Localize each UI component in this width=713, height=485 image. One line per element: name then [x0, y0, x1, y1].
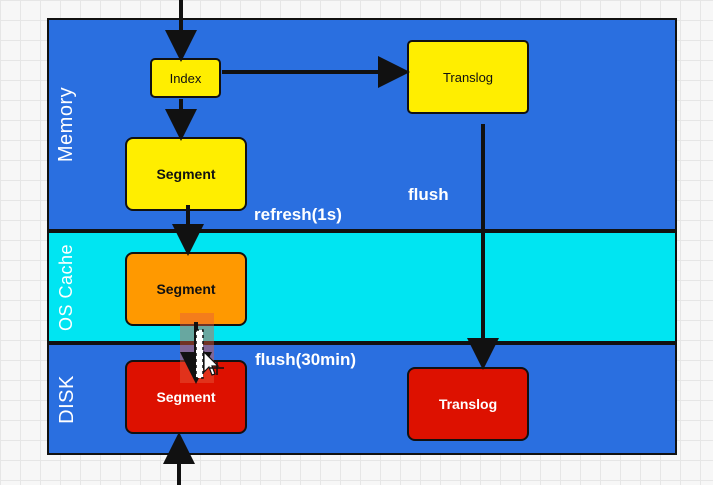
disk-translog-node: Translog: [407, 367, 529, 441]
os-cache-segment-node: Segment: [125, 252, 247, 326]
resize-handle[interactable]: [195, 329, 204, 379]
flush-30min-label: flush(30min): [255, 350, 357, 369]
refresh-label: refresh(1s): [254, 205, 342, 224]
memory-translog-node: Translog: [407, 40, 529, 114]
move-cursor-icon: [203, 350, 224, 376]
index-node: Index: [150, 58, 221, 98]
flush-label: flush: [408, 185, 449, 204]
